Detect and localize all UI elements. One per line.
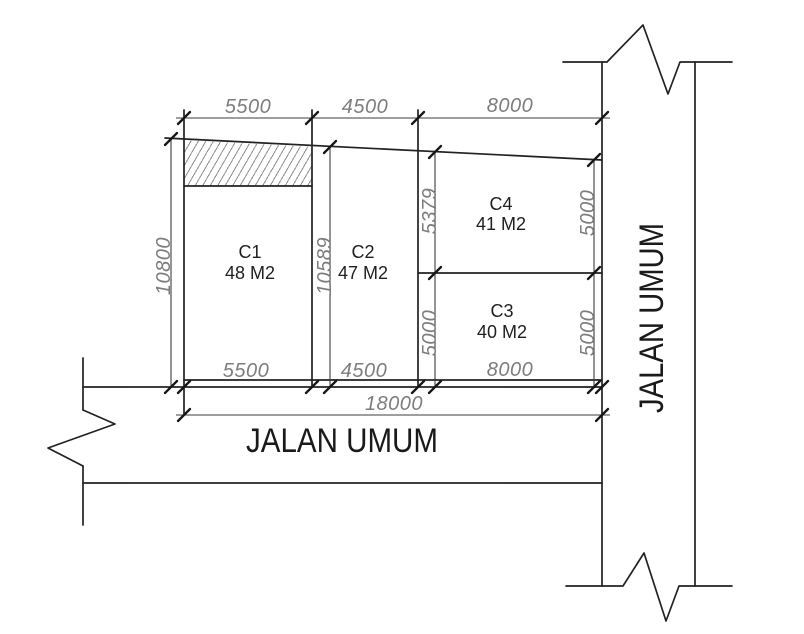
tick <box>586 152 602 168</box>
dim-left-10800: 10800 <box>153 237 175 295</box>
plot-c4-id: C4 <box>489 194 512 214</box>
tick <box>586 265 602 281</box>
tick <box>304 110 320 126</box>
plot-c1-area: 48 M2 <box>225 263 275 283</box>
tick <box>163 131 179 147</box>
tick <box>410 379 426 395</box>
tick <box>427 265 443 281</box>
plot-c4-area: 41 M2 <box>476 214 526 234</box>
left-road <box>47 357 116 526</box>
dim-top-4500: 4500 <box>342 96 389 118</box>
tick <box>427 144 443 160</box>
dim-c4-left-5379: 5379 <box>419 188 441 235</box>
tick <box>594 379 610 395</box>
dimension-lines <box>170 117 610 416</box>
dim-c3-right-5000: 5000 <box>577 310 599 357</box>
dim-top-8000: 8000 <box>487 95 534 117</box>
right-road-label: JALAN UMUM <box>633 223 671 413</box>
plot-labels: C1 48 M2 C2 47 M2 C4 41 M2 C3 40 M2 <box>225 194 527 342</box>
road-break-bottom <box>565 552 733 622</box>
right-road <box>562 24 733 622</box>
parcel-outline <box>164 109 603 416</box>
dim-top-5500: 5500 <box>225 96 272 118</box>
plot-c3-id: C3 <box>490 301 513 321</box>
tick <box>410 110 426 126</box>
dim-c3-left-5000: 5000 <box>419 310 441 357</box>
parcel-top-boundary <box>164 137 603 161</box>
tick <box>176 110 192 126</box>
tick <box>163 379 179 395</box>
dim-c4-right-5000: 5000 <box>577 190 599 237</box>
dimension-ticks <box>163 110 610 423</box>
plot-c3-area: 40 M2 <box>477 322 527 342</box>
dim-bottom-8000: 8000 <box>487 359 534 381</box>
tick <box>176 379 192 395</box>
hatch-area <box>184 140 312 186</box>
dim-bottom-4500: 4500 <box>341 360 388 382</box>
bottom-road-label: JALAN UMUM <box>246 422 438 460</box>
dim-overall-18000: 18000 <box>365 393 423 415</box>
plot-c1-id: C1 <box>238 242 261 262</box>
tick <box>304 379 320 395</box>
road-break-top <box>562 24 733 95</box>
tick <box>322 379 338 395</box>
dimension-texts: 5500 4500 8000 5500 4500 8000 18000 1080… <box>153 95 599 415</box>
tick <box>427 379 443 395</box>
dim-bottom-5500: 5500 <box>223 360 270 382</box>
tick <box>586 379 602 395</box>
plot-c2-id: C2 <box>351 242 374 262</box>
tick <box>594 110 610 126</box>
plot-c2-area: 47 M2 <box>338 263 388 283</box>
tick <box>176 407 192 423</box>
tick <box>594 407 610 423</box>
dim-middle-10589: 10589 <box>314 237 336 295</box>
tick <box>322 139 338 155</box>
road-break-left <box>47 409 116 467</box>
